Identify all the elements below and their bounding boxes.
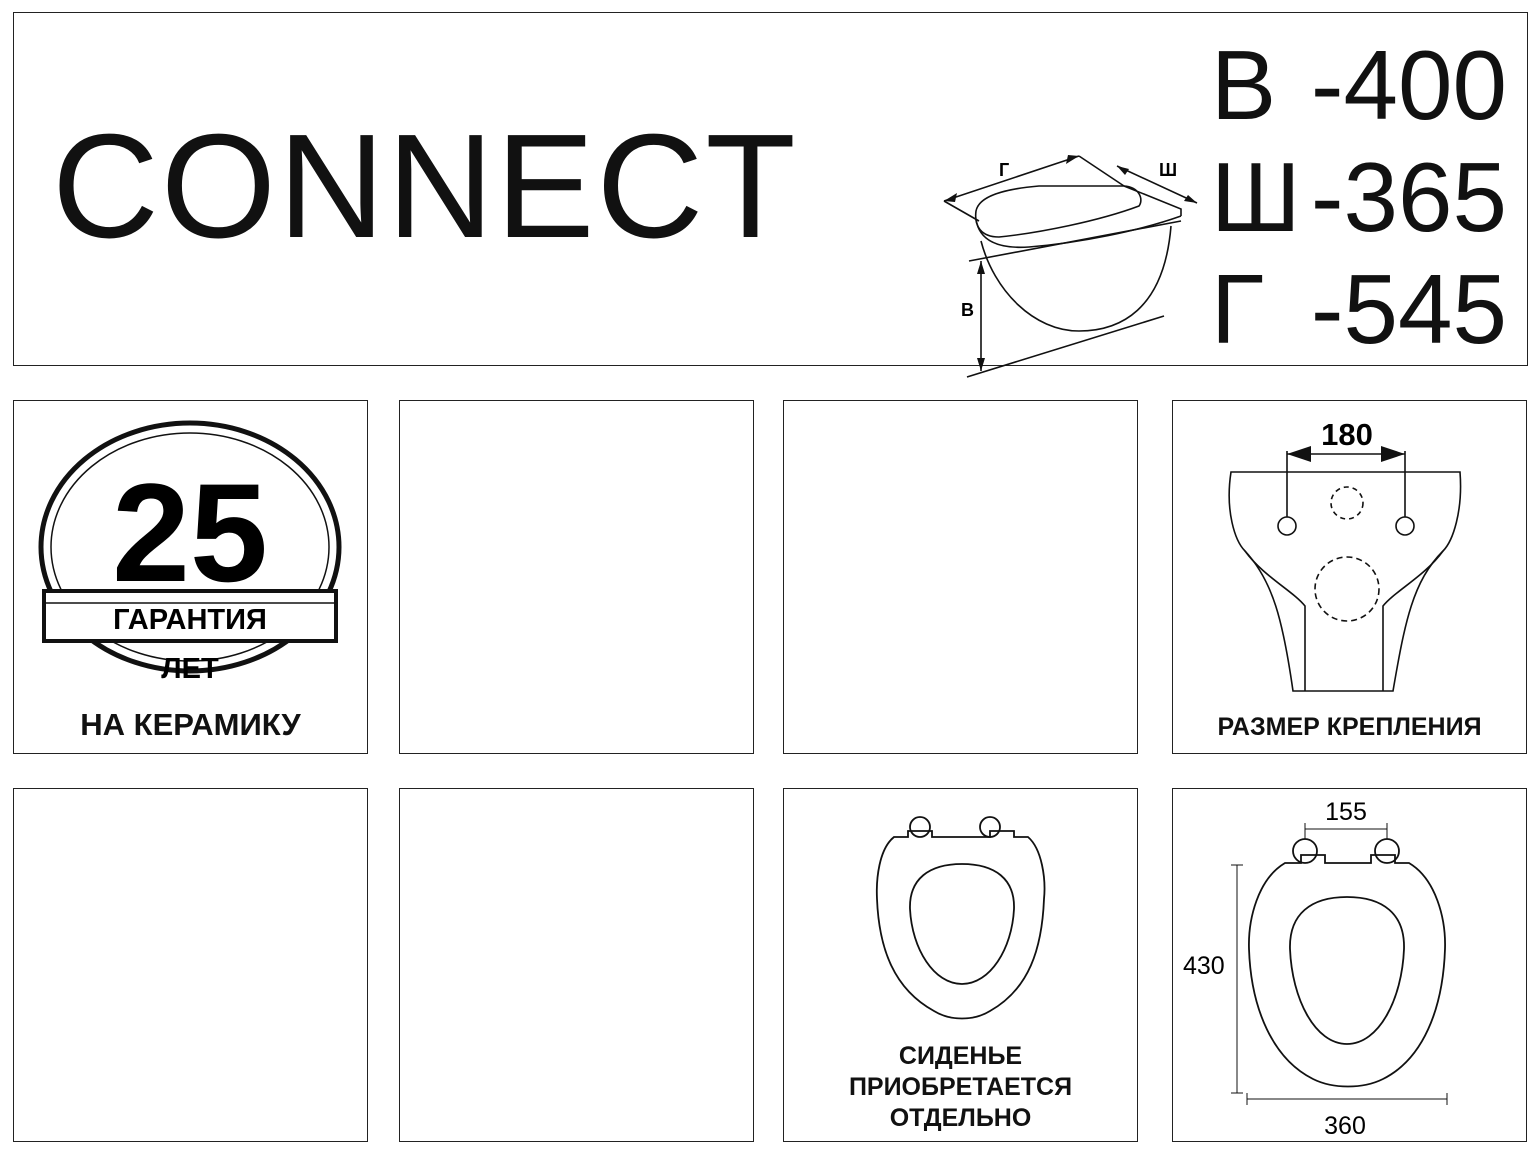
dimension-row: Г -545 — [1211, 253, 1507, 365]
seat-caption-line: ПРИОБРЕТАЕТСЯ — [848, 1073, 1073, 1101]
empty-tile — [783, 400, 1138, 754]
height-label: В — [961, 300, 974, 320]
seat-caption: СИДЕНЬЕ ПРИОБРЕТАЕТСЯ ОТДЕЛЬНО — [784, 1041, 1137, 1134]
warranty-years: 25 — [112, 454, 268, 611]
mounting-caption: РАЗМЕР КРЕПЛЕНИЯ — [1217, 713, 1482, 741]
header-panel: CONNECT Г Ш В — [13, 12, 1528, 378]
warranty-word-years: ЛЕТ — [161, 653, 219, 685]
empty-tile — [13, 788, 368, 1142]
warranty-tile: 25 ГАРАНТИЯ ЛЕТ НА КЕРАМИКУ — [13, 400, 368, 754]
dimension-letter: В — [1210, 30, 1277, 140]
seat-length-label: 430 — [1183, 952, 1225, 980]
toilet-seat-icon — [875, 816, 1046, 1020]
seat-dimensions-tile: 155 430 360 — [1172, 788, 1527, 1142]
seat-caption-line: СИДЕНЬЕ — [898, 1042, 1023, 1070]
empty-tile — [399, 400, 754, 754]
empty-tile — [399, 788, 754, 1142]
dimension-value: -400 — [1310, 30, 1507, 140]
depth-label: Г — [999, 160, 1009, 180]
dimension-row: Ш -365 — [1211, 141, 1507, 253]
seat-dimensions-diagram: 155 430 360 — [1183, 798, 1448, 1140]
dimension-row: В -400 — [1211, 29, 1507, 141]
mounting-tile: 180 РАЗМЕР КРЕПЛЕНИЯ — [1172, 400, 1527, 754]
dimension-letter: Ш — [1210, 142, 1301, 252]
mounting-diagram: 180 — [1228, 417, 1462, 692]
dimension-value: -365 — [1310, 142, 1507, 252]
width-label: Ш — [1159, 160, 1177, 180]
warranty-caption: НА КЕРАМИКУ — [80, 707, 301, 742]
product-title: CONNECT — [52, 104, 798, 269]
seat-width-label: 360 — [1324, 1112, 1366, 1140]
dimension-value: -545 — [1310, 254, 1507, 364]
mounting-dimension: 180 — [1321, 417, 1373, 452]
seat-note-tile: СИДЕНЬЕ ПРИОБРЕТАЕТСЯ ОТДЕЛЬНО — [783, 788, 1138, 1142]
dimensions-list: В -400 Ш -365 Г -545 — [1211, 29, 1507, 365]
hinge-spacing-label: 155 — [1325, 798, 1367, 826]
dimension-letter: Г — [1210, 254, 1264, 364]
warranty-badge: 25 ГАРАНТИЯ ЛЕТ — [38, 420, 342, 685]
seat-caption-line: ОТДЕЛЬНО — [889, 1104, 1032, 1132]
toilet-dimension-diagram: Г Ш В — [943, 155, 1198, 378]
warranty-word-guarantee: ГАРАНТИЯ — [113, 604, 267, 636]
